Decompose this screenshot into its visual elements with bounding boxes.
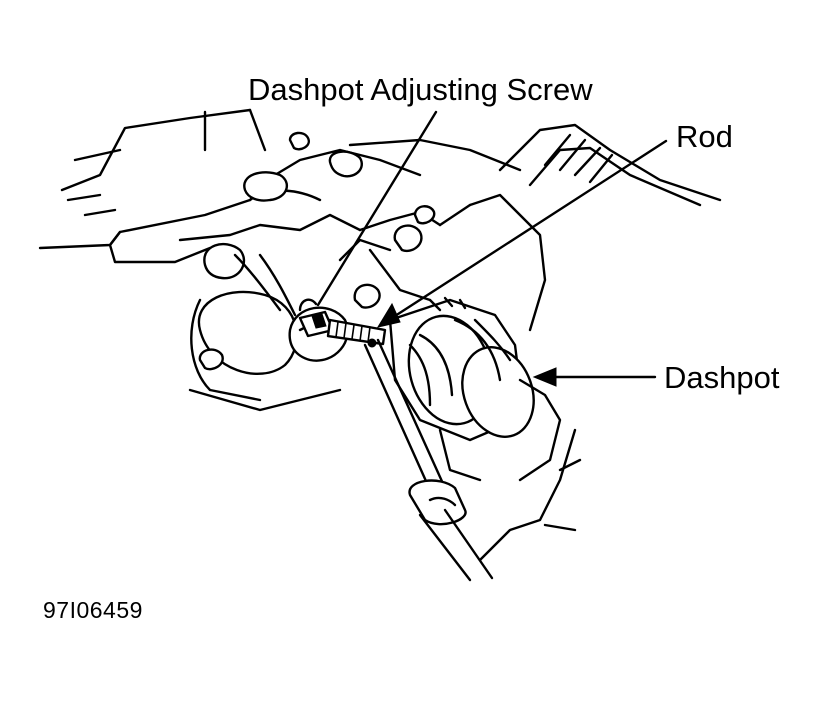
- engine-block: [38, 108, 522, 402]
- leader-rod: [393, 139, 668, 318]
- rod-tip: [367, 338, 377, 348]
- label-rod: Rod: [676, 119, 733, 154]
- air-duct: [438, 123, 722, 332]
- lower-structure: [438, 428, 582, 562]
- screwdriver: [363, 338, 494, 582]
- label-adjusting-screw: Dashpot Adjusting Screw: [248, 72, 593, 107]
- leader-lines: [316, 110, 668, 387]
- rod-arrowhead: [376, 302, 401, 328]
- adjusting-screw-assembly: [298, 298, 387, 348]
- dashpot-body: [388, 296, 562, 482]
- label-dashpot: Dashpot: [664, 360, 780, 395]
- dashpot-arrowhead: [532, 367, 557, 387]
- figure-id: 97I06459: [43, 597, 143, 623]
- leader-adjusting-screw: [316, 110, 438, 307]
